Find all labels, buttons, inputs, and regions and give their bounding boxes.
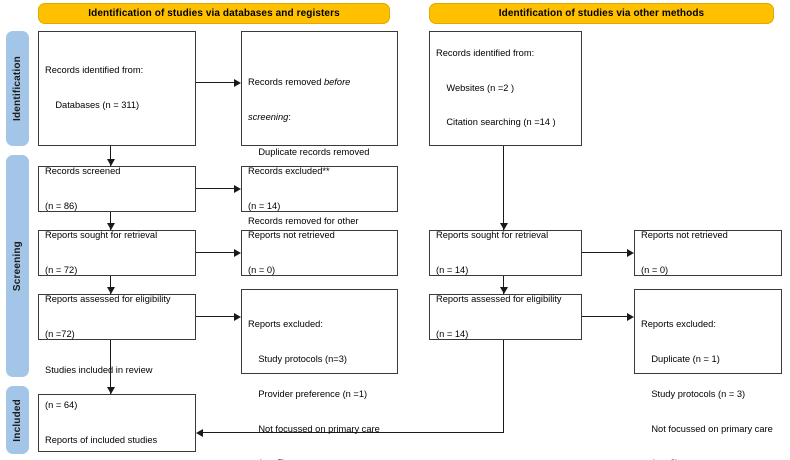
connector-assessed-to-excluded-right bbox=[582, 316, 627, 318]
connector-identified-to-removed bbox=[196, 82, 234, 84]
records-excluded-line-2: (n = 14) bbox=[248, 200, 281, 211]
reports-assessed-right-line-2: (n = 14) bbox=[436, 328, 469, 339]
arrowhead-assessed-left-to-studies bbox=[106, 387, 115, 394]
records-excluded-line-1: Records excluded** bbox=[248, 165, 330, 176]
studies-included-line-2: (n = 64) bbox=[45, 399, 78, 410]
reports-not-retrieved-right-line-1: Reports not retrieved bbox=[641, 229, 728, 240]
records-identified-databases-box: Records identified from: Databases (n = … bbox=[38, 31, 196, 146]
reports-assessed-left-line-2: (n =72) bbox=[45, 328, 75, 339]
records-removed-before-screening-box: Records removed before screening: Duplic… bbox=[241, 31, 398, 261]
reports-sought-right-line-2: (n = 14) bbox=[436, 264, 469, 275]
phase-tab-included: Included bbox=[6, 386, 29, 454]
phase-tab-screening: Screening bbox=[6, 155, 29, 377]
studies-included-line-3: Reports of included studies bbox=[45, 434, 158, 445]
records-identified-other-line-2: Websites (n =2 ) bbox=[436, 82, 515, 93]
records-identified-other-line-1: Records identified from: bbox=[436, 47, 535, 58]
reports-assessed-other-box: Reports assessed for eligibility (n = 14… bbox=[429, 294, 582, 340]
records-removed-lead-italic-2: screening bbox=[248, 111, 289, 122]
phase-label-identification: Identification bbox=[12, 55, 23, 122]
reports-excluded-databases-box: Reports excluded: Study protocols (n=3) … bbox=[241, 289, 398, 460]
reports-sought-other-box: Reports sought for retrieval (n = 14) bbox=[429, 230, 582, 276]
arrowhead-sought-to-assessed-left bbox=[106, 287, 115, 294]
arrowhead-identified-to-screened bbox=[106, 159, 115, 166]
connector-assessed-to-excluded-left bbox=[196, 316, 234, 318]
phase-label-screening: Screening bbox=[12, 240, 23, 292]
arrowhead-assessed-to-excluded-left bbox=[234, 312, 241, 321]
reports-excluded-left-line-1: Reports excluded: bbox=[248, 319, 323, 330]
reports-assessed-left-line-1: Reports assessed for eligibility bbox=[45, 293, 171, 304]
records-screened-box: Records screened (n = 86) bbox=[38, 166, 196, 212]
connector-sought-to-not-retrieved-left bbox=[196, 252, 234, 254]
records-removed-lead-tail: : bbox=[288, 111, 291, 122]
connector-assessed-right-down bbox=[503, 340, 505, 433]
connector-sought-to-assessed-left bbox=[110, 276, 112, 294]
connector-sought-to-not-retrieved-right bbox=[582, 252, 627, 254]
arrowhead-sought-to-not-retrieved-right bbox=[627, 248, 634, 257]
reports-not-retrieved-right-line-2: (n = 0) bbox=[641, 264, 669, 275]
reports-not-retrieved-other-box: Reports not retrieved (n = 0) bbox=[634, 230, 782, 276]
arrowhead-identified-to-removed bbox=[234, 78, 241, 87]
reports-excluded-right-line-4: Not focussed on primary care bbox=[641, 423, 773, 434]
records-removed-line-3: Records removed for other bbox=[248, 216, 359, 227]
records-screened-line-2: (n = 86) bbox=[45, 200, 78, 211]
connector-right-into-studies bbox=[203, 432, 504, 434]
banner-databases-label: Identification of studies via databases … bbox=[88, 8, 340, 19]
reports-excluded-right-line-1: Reports excluded: bbox=[641, 319, 716, 330]
arrowhead-sought-to-assessed-right bbox=[499, 287, 508, 294]
reports-excluded-right-line-2: Duplicate (n = 1) bbox=[641, 353, 720, 364]
banner-other-methods-label: Identification of studies via other meth… bbox=[498, 8, 705, 19]
connector-screened-to-excluded bbox=[196, 188, 234, 190]
reports-assessed-right-line-1: Reports assessed for eligibility bbox=[436, 293, 562, 304]
connector-identified-to-screened bbox=[110, 146, 112, 166]
phase-label-included: Included bbox=[12, 398, 23, 442]
records-removed-lead-italic: before bbox=[323, 77, 351, 88]
reports-excluded-left-line-3: Provider preference (n =1) bbox=[248, 388, 368, 399]
reports-sought-right-line-1: Reports sought for retrieval bbox=[436, 229, 549, 240]
records-identified-other-line-3: Citation searching (n =14 ) bbox=[436, 117, 556, 128]
connector-assessed-left-to-studies bbox=[110, 340, 112, 394]
arrowhead-right-into-studies bbox=[196, 428, 203, 437]
reports-excluded-other-box: Reports excluded: Duplicate (n = 1) Stud… bbox=[634, 289, 782, 460]
reports-sought-left-line-1: Reports sought for retrieval bbox=[45, 229, 158, 240]
banner-databases-and-registers: Identification of studies via databases … bbox=[38, 3, 390, 24]
reports-excluded-right-line-3: Study protocols (n = 3) bbox=[641, 388, 746, 399]
records-removed-lead-2: screening: bbox=[248, 112, 369, 124]
studies-included-line-1: Studies included in review bbox=[45, 365, 153, 376]
records-excluded-box: Records excluded** (n = 14) bbox=[241, 166, 398, 212]
records-identified-databases-line-2: Databases (n = 311) bbox=[45, 100, 140, 111]
phase-tab-identification: Identification bbox=[6, 31, 29, 146]
records-removed-lead-plain: Records removed bbox=[248, 77, 324, 88]
banner-other-methods: Identification of studies via other meth… bbox=[429, 3, 774, 24]
records-screened-line-1: Records screened bbox=[45, 165, 121, 176]
reports-assessed-databases-box: Reports assessed for eligibility (n =72) bbox=[38, 294, 196, 340]
arrowhead-assessed-to-excluded-right bbox=[627, 312, 634, 321]
reports-not-retrieved-databases-box: Reports not retrieved (n = 0) bbox=[241, 230, 398, 276]
reports-sought-left-line-2: (n = 72) bbox=[45, 264, 78, 275]
connector-sought-to-assessed-right bbox=[503, 276, 505, 294]
reports-excluded-right-line-5: (n = 3) bbox=[641, 458, 773, 460]
arrowhead-screened-to-excluded bbox=[234, 184, 241, 193]
reports-excluded-left-line-5: (n = 5) bbox=[248, 458, 380, 460]
connector-other-identified-to-sought bbox=[503, 146, 505, 230]
reports-sought-databases-box: Reports sought for retrieval (n = 72) bbox=[38, 230, 196, 276]
reports-excluded-left-line-2: Study protocols (n=3) bbox=[248, 353, 347, 364]
connector-screened-to-sought bbox=[110, 212, 112, 230]
records-removed-lead: Records removed before bbox=[248, 77, 369, 89]
arrowhead-other-identified-to-sought bbox=[499, 223, 508, 230]
reports-excluded-left-line-4: Not focussed on primary care bbox=[248, 423, 380, 434]
records-identified-databases-line-1: Records identified from: bbox=[45, 65, 144, 76]
records-identified-other-methods-box: Records identified from: Websites (n =2 … bbox=[429, 31, 582, 146]
arrowhead-screened-to-sought bbox=[106, 223, 115, 230]
reports-not-retrieved-left-line-1: Reports not retrieved bbox=[248, 229, 335, 240]
records-removed-line-1: Duplicate records removed bbox=[248, 146, 370, 157]
studies-included-box: Studies included in review (n = 64) Repo… bbox=[38, 365, 196, 452]
arrowhead-sought-to-not-retrieved-left bbox=[234, 248, 241, 257]
reports-not-retrieved-left-line-2: (n = 0) bbox=[248, 264, 276, 275]
